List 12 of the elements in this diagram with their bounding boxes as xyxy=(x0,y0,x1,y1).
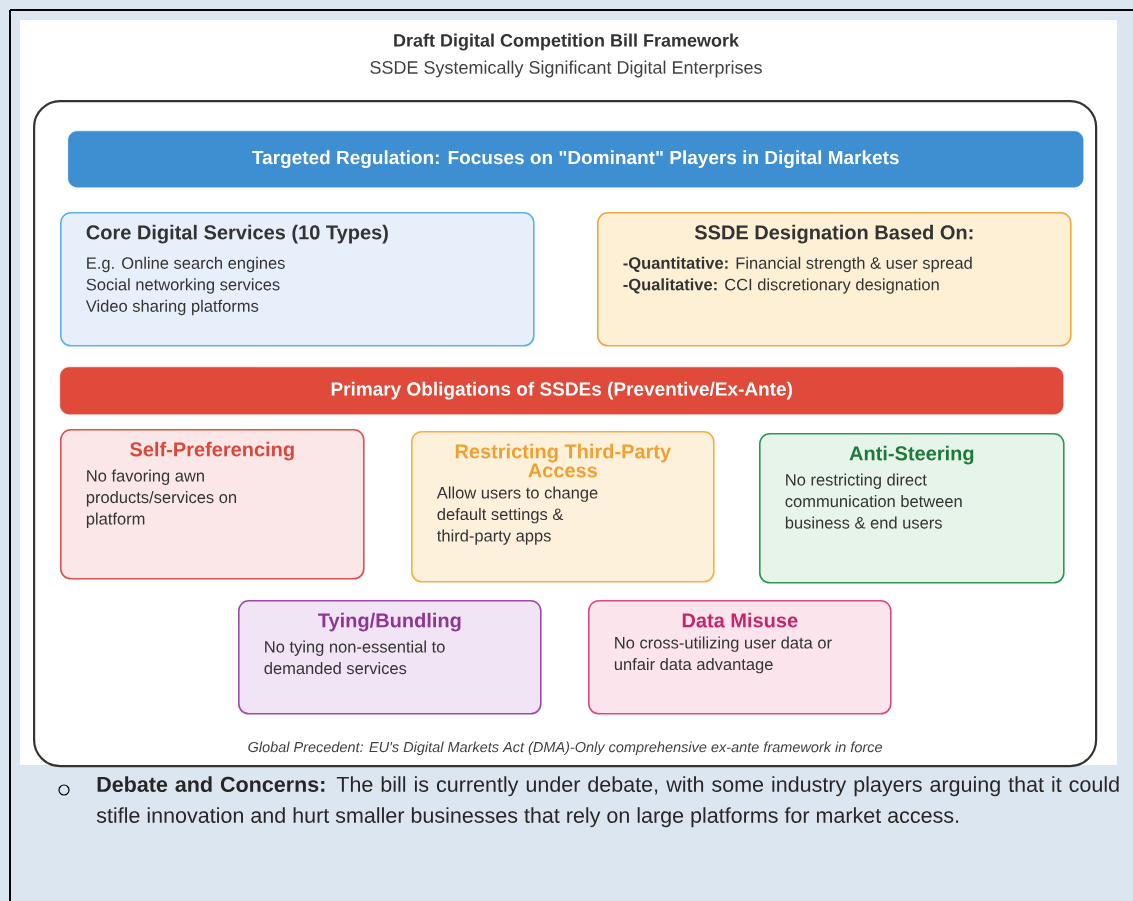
info-card: SSDE Designation Based On: -Quantitative: Financial strength & user spread -Qualitative: CCI discretionary designation xyxy=(597,212,1072,347)
info-card: Data Misuse No cross-utilizing user data or unfair data advantage xyxy=(588,600,892,715)
info-card: Anti-Steering No restricting direct communication between business & end users xyxy=(759,433,1065,584)
info-card: Self-Preferencing No favoring awn products/services on platform xyxy=(60,429,365,580)
title: Draft Digital Competition Bill Framework xyxy=(394,33,740,51)
info-card: Restricting Third-Party Access Allow users to change default settings & third-party apps xyxy=(411,431,715,583)
info-card: Core Digital Services (10 Types) E.g. Online search engines Social networking services Video sharing platforms xyxy=(60,212,535,347)
banner-bar: Targeted Regulation: Focuses on "Dominant" Players in Digital Markets xyxy=(68,131,1084,188)
paragraph: Debate and Concerns: The bill is currently under debate, with some industry players arguing that it could stifle innovation and hurt smaller businesses that rely on large platforms for market access. xyxy=(96,776,1119,828)
banner-bar: Primary Obligations of SSDEs (Preventive/Ex-Ante) xyxy=(60,367,1064,415)
subtitle: SSDE Systemically Significant Digital Enterprises xyxy=(370,60,762,78)
info-card: Tying/Bundling No tying non-essential to demanded services xyxy=(238,600,542,715)
